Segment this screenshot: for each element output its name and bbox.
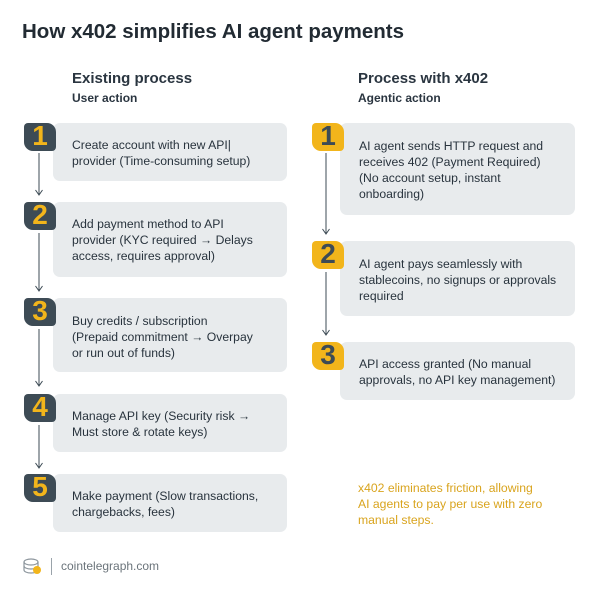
existing-step-5-line-1: Make payment (Slow transactions, [72,489,259,503]
existing-step-3-line-3: or run out of funds) [72,346,175,360]
summary-note: x402 eliminates friction, allowing AI ag… [358,480,563,528]
existing-step-5-text: Make payment (Slow transactions, chargeb… [72,488,277,520]
x402-step-1-number: 1 [320,123,336,151]
existing-step-1-text: Create account with new API| provider (T… [72,137,277,169]
existing-step-4-number: 4 [32,394,48,422]
existing-step-1-card: Create account with new API| provider (T… [53,123,287,181]
existing-step-3-line-1: Buy credits / subscription [72,314,208,328]
existing-step-3-number: 3 [32,298,48,326]
x402-process-heading: Process with x402 [358,70,489,87]
existing-step-3-badge: 3 [24,298,56,326]
x402-step-3-text: API access granted (No manual approvals,… [359,356,565,388]
x402-step-2-line-2: stablecoins, no signups or approvals [359,273,557,287]
x402-step-3-line-2: approvals, no API key management) [359,373,556,387]
existing-step-5-card: Make payment (Slow transactions, chargeb… [53,474,287,532]
existing-step-2-text: Add payment method to API provider (KYC … [72,216,277,264]
existing-step-2-number: 2 [32,202,48,230]
down-arrow-icon [35,329,43,387]
down-arrow-icon [322,272,330,336]
x402-step-2-card: AI agent pays seamlessly with stablecoin… [340,241,575,316]
x402-step-3-card: API access granted (No manual approvals,… [340,342,575,400]
x402-step-1-text: AI agent sends HTTP request and receives… [359,138,565,202]
existing-step-4-line-1: Manage API key (Security risk → [72,409,251,423]
footer-divider [51,558,52,575]
existing-step-3-line-2: (Prepaid commitment → Overpay [72,330,253,344]
summary-note-line-1: x402 eliminates friction, allowing [358,481,533,495]
existing-process-subheading: User action [72,91,138,105]
existing-step-2-badge: 2 [24,202,56,230]
existing-step-1-line-1: Create account with new API| [72,138,231,152]
x402-step-1-card: AI agent sends HTTP request and receives… [340,123,575,215]
x402-step-1-badge: 1 [312,123,344,151]
x402-step-2-line-1: AI agent pays seamlessly with [359,257,523,271]
down-arrow-icon [35,153,43,196]
x402-process-subheading: Agentic action [358,91,441,105]
existing-step-1-number: 1 [32,123,48,151]
existing-step-1-line-2: provider (Time-consuming setup) [72,154,251,168]
x402-step-1-line-4: onboarding) [359,187,425,201]
existing-step-4-text: Manage API key (Security risk → Must sto… [72,408,277,440]
x402-step-1-line-3: (No account setup, instant [359,171,501,185]
existing-step-3-card: Buy credits / subscription (Prepaid comm… [53,298,287,372]
page-title: How x402 simplifies AI agent payments [22,20,405,43]
existing-step-2-card: Add payment method to API provider (KYC … [53,202,287,277]
existing-step-4-badge: 4 [24,394,56,422]
existing-step-3-text: Buy credits / subscription (Prepaid comm… [72,313,277,361]
existing-step-1-badge: 1 [24,123,56,151]
summary-note-line-2: AI agents to pay per use with zero [358,497,543,511]
existing-step-2-line-3: access, requires approval) [72,249,215,263]
down-arrow-icon [35,425,43,469]
down-arrow-icon [35,233,43,292]
summary-note-line-3: manual steps. [358,513,434,527]
x402-step-3-line-1: API access granted (No manual [359,357,532,371]
existing-process-heading: Existing process [72,70,193,87]
existing-step-4-line-2: Must store & rotate keys) [72,425,208,439]
existing-step-5-badge: 5 [24,474,56,502]
down-arrow-icon [322,153,330,235]
x402-step-1-line-2: receives 402 (Payment Required) [359,155,541,169]
x402-step-2-badge: 2 [312,241,344,269]
footer-source[interactable]: cointelegraph.com [61,559,160,573]
cointelegraph-logo-icon [23,558,41,574]
existing-step-5-line-2: chargebacks, fees) [72,505,175,519]
existing-step-5-number: 5 [32,474,48,502]
x402-step-3-badge: 3 [312,342,344,370]
x402-step-2-line-3: required [359,289,404,303]
x402-step-2-number: 2 [320,241,336,269]
existing-step-2-line-1: Add payment method to API [72,217,224,231]
existing-step-2-line-2: provider (KYC required → Delays [72,233,253,247]
x402-step-3-number: 3 [320,342,336,370]
x402-step-2-text: AI agent pays seamlessly with stablecoin… [359,256,565,304]
existing-step-4-card: Manage API key (Security risk → Must sto… [53,394,287,452]
x402-step-1-line-1: AI agent sends HTTP request and [359,139,544,153]
